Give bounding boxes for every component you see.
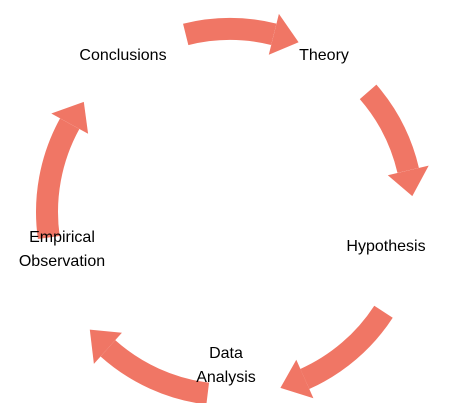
cycle-arrow-theory-to-hypothesis <box>359 84 429 197</box>
cycle-arrow-conclusions-to-theory <box>183 13 299 55</box>
step-label-theory: Theory <box>276 44 372 68</box>
step-label-data-analysis-line-2: Analysis <box>196 369 256 386</box>
cycle-arrow-hypothesis-to-data-analysis <box>280 305 393 399</box>
step-label-data-analysis: Data Analysis <box>178 342 274 390</box>
step-label-hypothesis: Hypothesis <box>331 235 441 259</box>
step-label-hypothesis-line-1: Hypothesis <box>346 238 426 255</box>
arrow-shaft <box>36 118 80 240</box>
step-label-empirical-observation: Empirical Observation <box>0 226 124 274</box>
arrow-shaft <box>359 84 419 174</box>
arrow-head <box>89 329 122 364</box>
step-label-conclusions-line-1: Conclusions <box>79 47 167 64</box>
cycle-arrow-empirical-observation-to-conclusions <box>36 101 89 240</box>
arrow-head <box>387 165 429 197</box>
step-label-conclusions: Conclusions <box>56 44 190 68</box>
arrow-head <box>51 101 89 134</box>
arrow-layer <box>36 13 429 403</box>
arrow-head <box>268 13 299 55</box>
step-label-empirical-observation-line-1: Empirical <box>29 229 95 246</box>
step-label-data-analysis-line-1: Data <box>209 345 243 362</box>
step-label-theory-line-1: Theory <box>299 47 349 64</box>
arrow-shaft <box>100 339 210 403</box>
arrow-shaft <box>300 305 393 390</box>
cycle-arrow-data-analysis-to-empirical-observation <box>89 329 210 403</box>
arrow-shaft <box>183 17 277 46</box>
arrow-head <box>280 359 314 399</box>
step-label-empirical-observation-line-2: Observation <box>18 253 106 270</box>
